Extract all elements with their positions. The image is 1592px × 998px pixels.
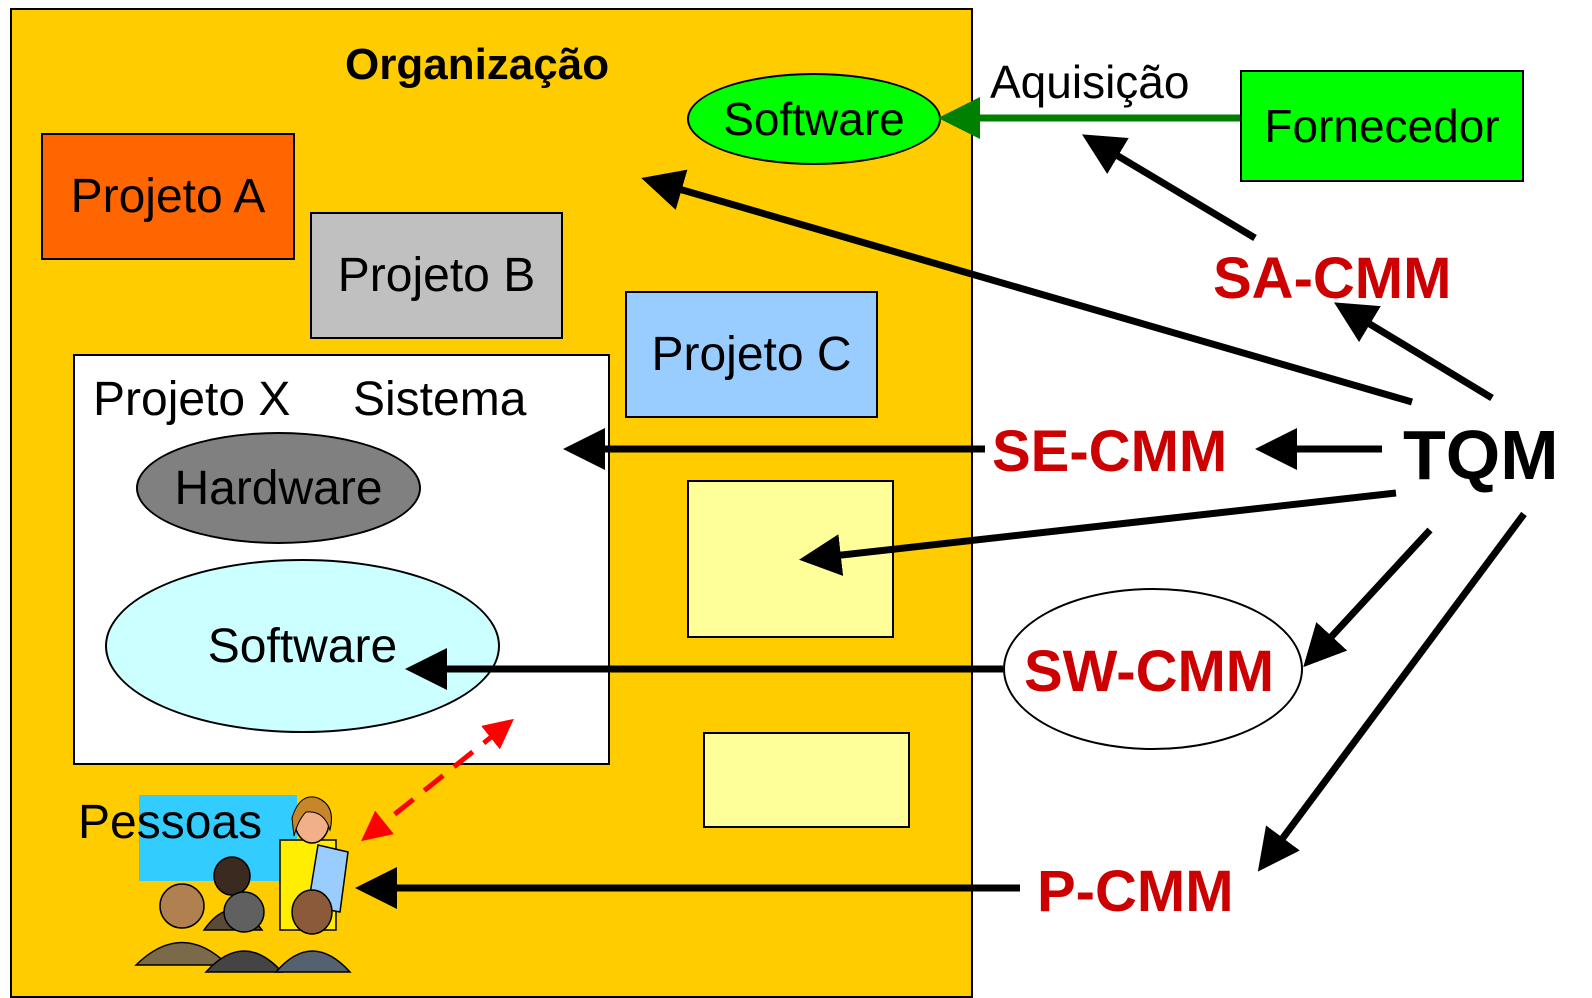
project-b-label: Projeto B [337,249,536,302]
arrow-tqm-to-yellow-box [799,489,1397,576]
se-cmm-label: SE-CMM [992,419,1228,484]
arrow-tqm-to-sa-cmm [1334,302,1494,401]
project-x-label: Projeto X [93,373,291,426]
sw-cmm-label: SW-CMM [1024,639,1275,704]
project-c-box: Projeto C [625,291,878,418]
arrow-people-software-bidirectional [361,718,514,842]
acquisition-label: Aquisição [990,56,1190,108]
sw-cmm-ellipse [1003,588,1303,750]
hardware-ellipse: Hardware [136,432,421,544]
software-acquired-ellipse: Software [687,73,941,165]
arrow-tqm-to-sw-cmm [1303,527,1433,668]
project-b-box: Projeto B [310,212,563,339]
software-acquired-label: Software [723,93,905,145]
p-cmm-label: P-CMM [1037,859,1234,924]
arrow-tqm-to-p-cmm [1257,511,1527,872]
project-a-label: Projeto A [70,170,266,223]
unnamed-project-box-1 [687,480,894,638]
supplier-label: Fornecedor [1264,100,1500,152]
supplier-box: Fornecedor [1240,70,1524,182]
sa-cmm-label: SA-CMM [1213,246,1452,311]
organization-title: Organização [345,40,610,89]
people-label: Pessoas [78,796,263,849]
hardware-label: Hardware [174,461,383,515]
software-inner-label: Software [207,619,398,673]
tqm-label: TQM [1403,416,1559,494]
arrow-sa-cmm-to-acquisition [1081,134,1257,242]
sistema-label: Sistema [353,373,527,426]
unnamed-project-box-2 [703,732,910,828]
project-a-box: Projeto A [41,133,295,260]
arrow-tqm-to-organization [641,169,1413,406]
software-inner-ellipse: Software [105,559,500,733]
project-c-label: Projeto C [651,328,852,381]
people-illustration [134,796,352,973]
